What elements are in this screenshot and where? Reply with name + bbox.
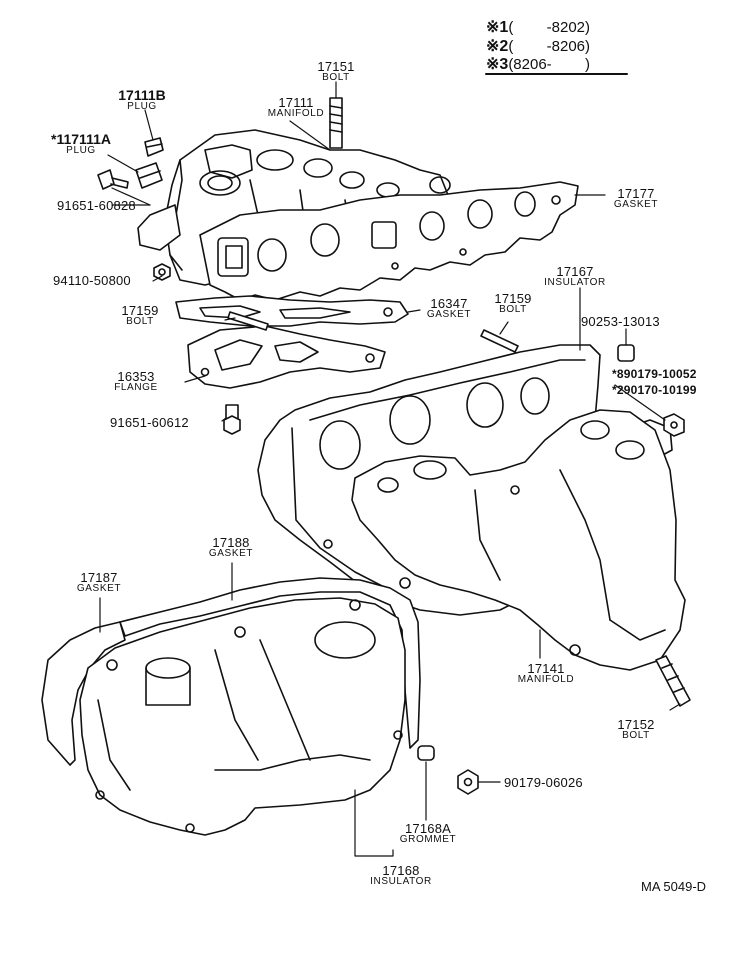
bolt-91651-60828-drawing xyxy=(97,169,129,190)
plug-17111B-drawing xyxy=(144,137,164,157)
part-label-17188[interactable]: 17188 GASKET xyxy=(202,536,260,559)
part-label-94110-50800[interactable]: 94110-50800 xyxy=(53,273,131,288)
part-number: 17141 xyxy=(527,661,565,676)
gasket-16347-drawing xyxy=(175,295,409,327)
part-name: GASKET xyxy=(76,583,122,594)
part-name: INSULATOR xyxy=(544,277,606,288)
bolt-17159-left-drawing xyxy=(227,311,269,331)
part-number: 17167 xyxy=(556,264,594,279)
part-name: BOLT xyxy=(322,72,350,83)
part-label-890179-10052[interactable]: *890179-10052 xyxy=(612,367,697,381)
nut-94110-50800-drawing xyxy=(153,263,171,281)
part-label-17168A[interactable]: 17168A GROMMET xyxy=(393,822,463,845)
part-name: MANIFOLD xyxy=(517,674,575,685)
nut-90179-06026-drawing xyxy=(457,769,479,795)
legend-range-3: (8206- ) xyxy=(508,56,591,73)
grommet-17168A-drawing xyxy=(417,745,435,761)
part-label-17167[interactable]: 17167 INSULATOR xyxy=(536,265,614,288)
plug-17111A-drawing xyxy=(135,162,163,189)
part-number: 17151 xyxy=(317,59,355,74)
cap-90253-13013-drawing xyxy=(617,344,635,362)
part-number: *117111A xyxy=(51,131,111,147)
part-label-91651-60612[interactable]: 91651-60612 xyxy=(110,415,189,430)
legend-row-3: ※3(8206- ) xyxy=(486,57,590,73)
stud-17151-drawing xyxy=(329,97,343,149)
part-number: 17111 xyxy=(278,95,314,110)
part-name: PLUG xyxy=(66,145,96,156)
part-number: 16353 xyxy=(117,369,155,384)
part-label-90253-13013[interactable]: 90253-13013 xyxy=(581,314,660,329)
part-label-17111B[interactable]: 17111B PLUG xyxy=(106,88,178,112)
bolt-91651-60612-drawing xyxy=(223,404,241,435)
part-label-17111[interactable]: 17111 MANIFOLD xyxy=(256,96,336,119)
part-number: 17159 xyxy=(121,303,159,318)
part-number: 16347 xyxy=(430,296,468,311)
diagram-code: MA 5049-D xyxy=(641,879,707,894)
part-name: GROMMET xyxy=(399,834,457,845)
legend-row-2: ※2( -8206) xyxy=(486,39,590,55)
part-name: MANIFOLD xyxy=(267,108,325,119)
legend-mark-1: ※1 xyxy=(486,19,509,36)
stud-17152-drawing xyxy=(655,655,691,707)
part-name: GASKET xyxy=(426,309,472,320)
part-number: 17177 xyxy=(617,186,655,201)
part-label-16353[interactable]: 16353 FLANGE xyxy=(105,370,167,393)
part-name: GASKET xyxy=(208,548,254,559)
part-name: BOLT xyxy=(499,304,527,315)
part-label-90179-06026[interactable]: 90179-06026 xyxy=(504,775,583,790)
part-label-17152[interactable]: 17152 BOLT xyxy=(610,718,662,741)
legend-mark-3: ※3 xyxy=(486,56,509,73)
gasket-17188-drawing xyxy=(119,577,421,749)
legend-range-2: ( -8206) xyxy=(508,38,591,55)
part-label-16347[interactable]: 16347 GASKET xyxy=(420,297,478,320)
legend-mark-2: ※2 xyxy=(486,38,509,55)
legend-row-1: ※1( -8202) xyxy=(486,20,590,36)
part-name: INSULATOR xyxy=(370,876,432,887)
part-label-17159-left[interactable]: 17159 BOLT xyxy=(115,304,165,327)
part-label-17187[interactable]: 17187 GASKET xyxy=(70,571,128,594)
part-label-290170-10199[interactable]: *290170-10199 xyxy=(612,383,697,397)
part-label-17151[interactable]: 17151 BOLT xyxy=(308,60,364,83)
bolt-17159-right-drawing xyxy=(480,329,519,353)
part-number: 17187 xyxy=(80,570,118,585)
lower-insulator-drawing xyxy=(79,597,406,836)
flange-16353-drawing xyxy=(187,325,386,389)
part-name: GASKET xyxy=(613,199,659,210)
part-name: BOLT xyxy=(622,730,650,741)
part-label-17141[interactable]: 17141 MANIFOLD xyxy=(506,662,586,685)
part-name: BOLT xyxy=(126,316,154,327)
part-number: 17111B xyxy=(118,87,166,103)
part-name: PLUG xyxy=(127,101,157,112)
leader-lines xyxy=(99,81,681,857)
part-number: 17188 xyxy=(212,535,250,550)
exhaust-manifold-drawing xyxy=(351,409,686,671)
nut-890179-drawing xyxy=(663,413,685,437)
part-label-91651-60828[interactable]: 91651-60828 xyxy=(57,198,136,213)
part-label-17159-right[interactable]: 17159 BOLT xyxy=(488,292,538,315)
part-label-17177[interactable]: 17177 GASKET xyxy=(605,187,667,210)
part-name: FLANGE xyxy=(114,382,158,393)
part-number: 17159 xyxy=(494,291,532,306)
part-number: 17168 xyxy=(382,863,420,878)
part-number: 17168A xyxy=(404,821,452,836)
legend-range-1: ( -8202) xyxy=(508,19,591,36)
gasket-17187-drawing xyxy=(41,621,126,766)
part-number: 17152 xyxy=(617,717,655,732)
part-label-17111A[interactable]: *117111A PLUG xyxy=(36,132,126,156)
part-label-17168[interactable]: 17168 INSULATOR xyxy=(358,864,444,887)
